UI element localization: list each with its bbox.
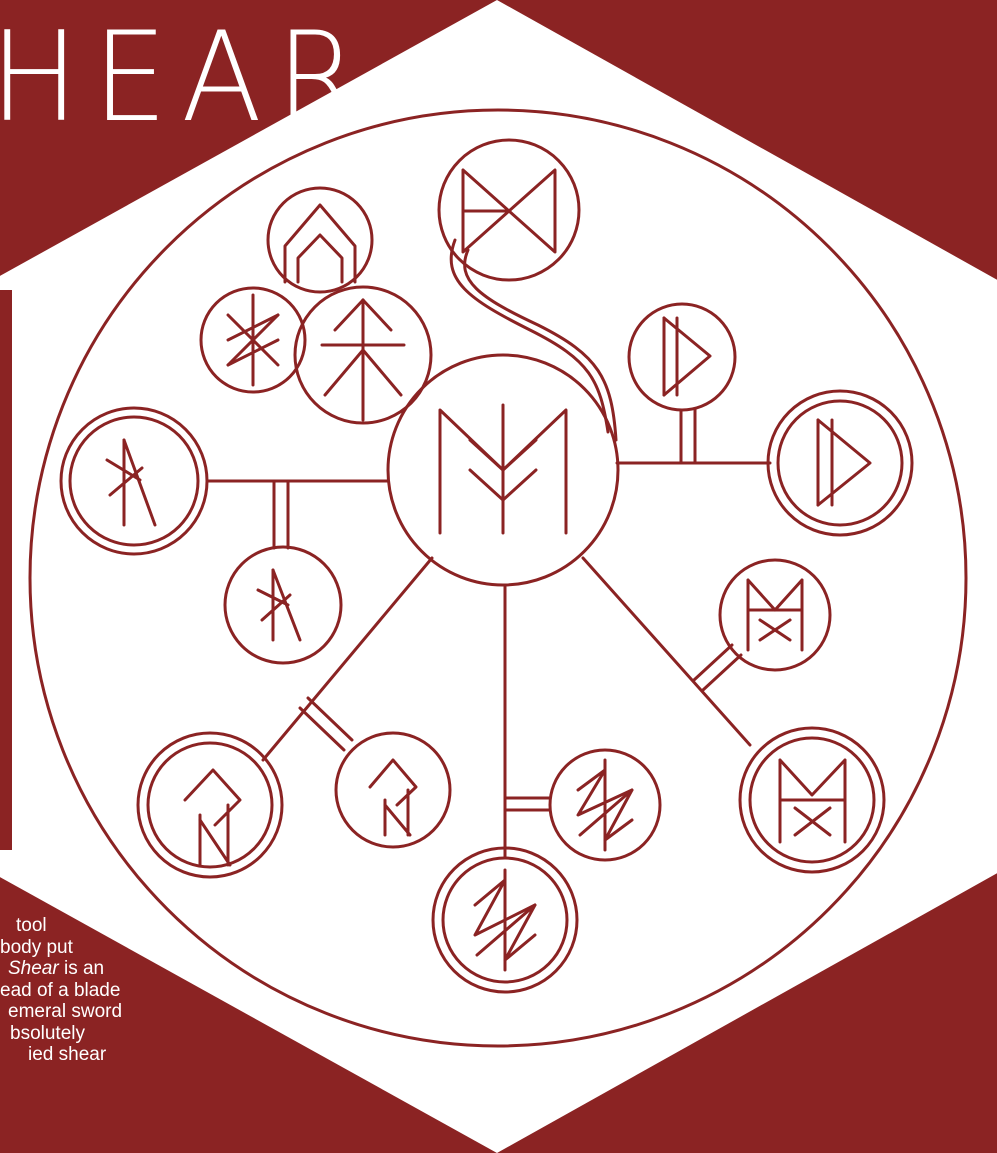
description-line: ead of a blade [0,980,260,1002]
description-text: tool body put Shear is an ead of a blade… [0,915,260,1066]
page-title: HEAR [0,15,372,139]
left-side-band [0,290,12,850]
description-line-italic: Shear is an [0,958,260,980]
description-line: bsolutely [0,1023,260,1045]
description-line: body put [0,937,260,959]
description-line: ied shear [0,1044,260,1066]
description-line: tool [0,915,260,937]
description-line: emeral sword [0,1001,260,1023]
